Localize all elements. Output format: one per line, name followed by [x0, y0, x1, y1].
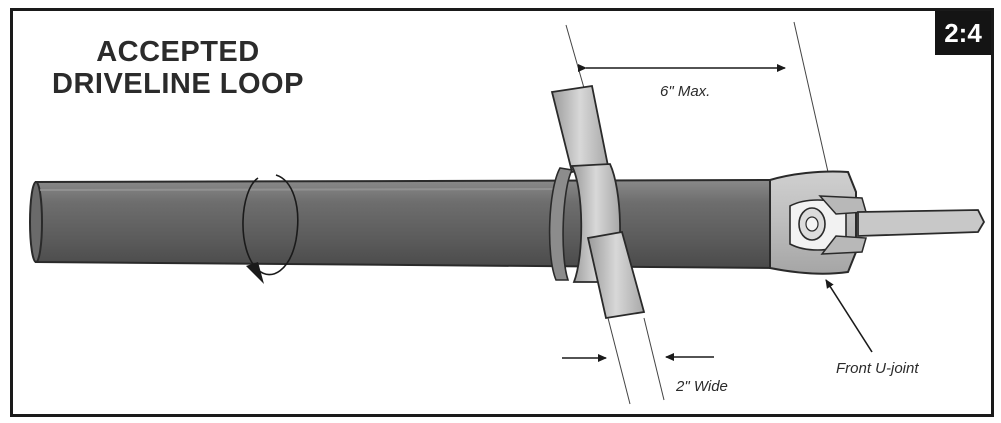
- loop-width-label: 2" Wide: [676, 378, 728, 395]
- rotation-arrow-icon: [242, 174, 299, 284]
- title-line-1: ACCEPTED: [96, 36, 260, 68]
- diagram-title: ACCEPTED DRIVELINE LOOP: [52, 36, 304, 100]
- title-line-2: DRIVELINE LOOP: [52, 68, 304, 100]
- width-extension-left: [607, 317, 631, 405]
- extension-line-right: [793, 21, 829, 173]
- front-u-joint: [769, 170, 986, 275]
- figure-number-badge: 2:4: [935, 11, 991, 55]
- u-joint-pointer-arrow: [825, 279, 873, 353]
- max-distance-label: 6" Max.: [660, 83, 711, 100]
- drive-shaft: [29, 178, 781, 270]
- u-joint-label: Front U-joint: [836, 360, 919, 377]
- width-extension-right: [643, 317, 665, 401]
- driveline-loop: [548, 84, 646, 320]
